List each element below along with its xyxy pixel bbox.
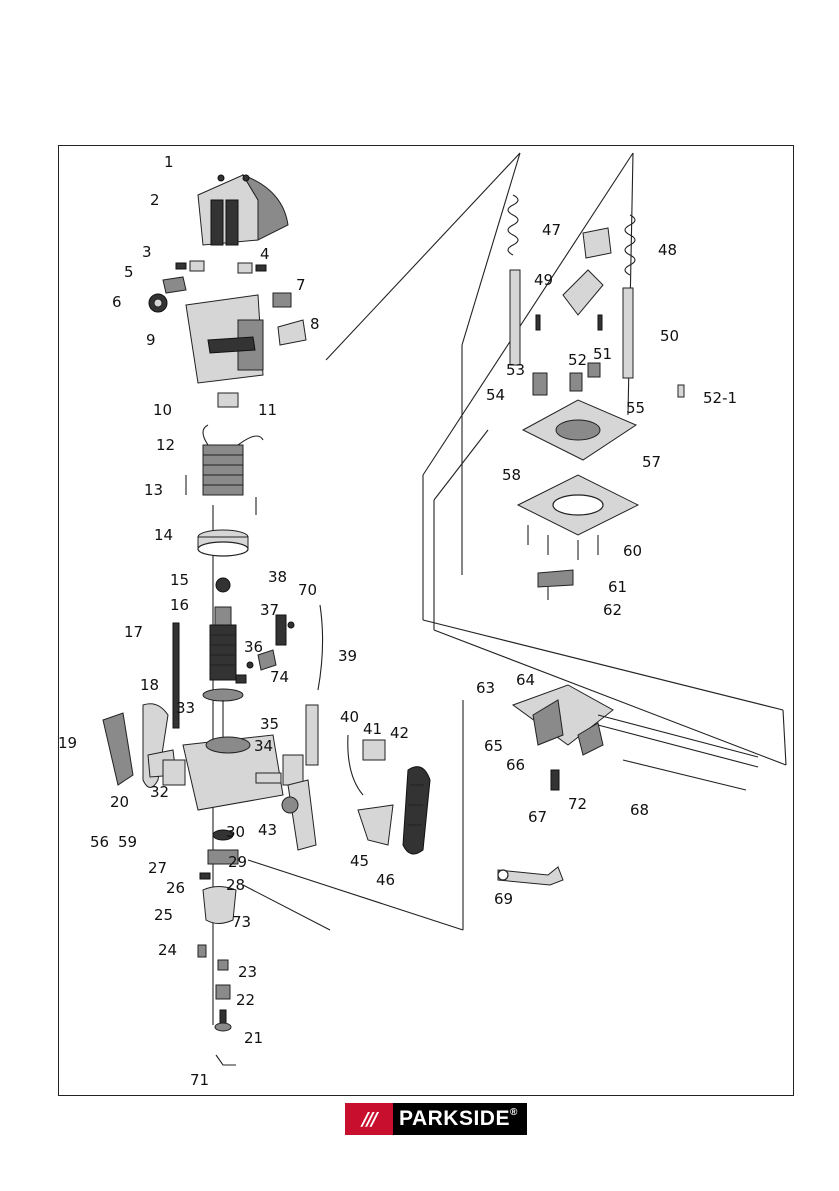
label: 37 (260, 601, 279, 619)
label: 4 (260, 245, 270, 263)
label: 14 (154, 526, 173, 544)
part-parallel-guide (513, 685, 758, 790)
label: 18 (140, 676, 159, 694)
label: 56 (90, 833, 109, 851)
label: 55 (626, 399, 645, 417)
brand-name: PARKSIDE® (393, 1107, 527, 1131)
label: 73 (232, 913, 251, 931)
label: 26 (166, 879, 185, 897)
part-guide-clamp (538, 570, 573, 600)
label: 33 (176, 699, 195, 717)
label: 23 (238, 963, 257, 981)
label: 8 (310, 315, 320, 333)
label: 29 (228, 853, 247, 871)
label: 48 (658, 241, 677, 259)
label: 35 (260, 715, 279, 733)
label: 38 (268, 568, 287, 586)
label: 43 (258, 821, 277, 839)
label: 61 (608, 578, 627, 596)
label: 62 (603, 601, 622, 619)
part-cable-clamp (348, 735, 385, 795)
part-dust-extraction (563, 228, 611, 315)
label: 60 (623, 542, 642, 560)
label: 54 (486, 386, 505, 404)
label: 13 (144, 481, 163, 499)
label: 67 (528, 808, 547, 826)
label: 66 (506, 756, 525, 774)
part-handle-right (282, 780, 316, 850)
part-base-plate (518, 400, 638, 535)
label: 17 (124, 623, 143, 641)
label: 63 (476, 679, 495, 697)
label: 2 (150, 191, 160, 209)
label: 41 (363, 720, 382, 738)
label: 52-1 (703, 389, 737, 407)
label: 10 (153, 401, 172, 419)
label: 40 (340, 708, 359, 726)
label: 74 (270, 668, 289, 686)
label: 11 (258, 401, 277, 419)
label: 58 (502, 466, 521, 484)
label: 1 (164, 153, 174, 171)
label: 69 (494, 890, 513, 908)
label: 28 (226, 876, 245, 894)
label: 51 (593, 345, 612, 363)
label: 19 (58, 734, 77, 752)
part-armature (203, 578, 243, 740)
label: 59 (118, 833, 137, 851)
part-router-base (163, 735, 303, 810)
part-cable-guard (358, 805, 393, 845)
part-wrench (498, 867, 563, 885)
label: 30 (226, 823, 245, 841)
label: 72 (568, 795, 587, 813)
label: 5 (124, 263, 134, 281)
label: 47 (542, 221, 561, 239)
parkside-logo: /// PARKSIDE® (345, 1103, 527, 1135)
label: 9 (146, 331, 156, 349)
label: 57 (642, 453, 661, 471)
label: 12 (156, 436, 175, 454)
label: 39 (338, 647, 357, 665)
label: 27 (148, 859, 167, 877)
label: 45 (350, 852, 369, 870)
label: 6 (112, 293, 122, 311)
label: 32 (150, 783, 169, 801)
label: 52 (568, 351, 587, 369)
part-grip (403, 767, 430, 854)
label: 34 (254, 737, 273, 755)
label: 68 (630, 801, 649, 819)
label: 42 (390, 724, 409, 742)
label: 25 (154, 906, 173, 924)
part-retaining-ring (198, 530, 248, 556)
label: 53 (506, 361, 525, 379)
brand-mark: /// (345, 1103, 393, 1135)
label: 15 (170, 571, 189, 589)
label: 65 (484, 737, 503, 755)
label: 71 (190, 1071, 209, 1089)
label: 64 (516, 671, 535, 689)
label: 24 (158, 941, 177, 959)
label: 70 (298, 581, 317, 599)
label: 46 (376, 871, 395, 889)
exploded-parts-diagram: 1 2 3 4 5 6 7 8 9 10 11 12 13 14 15 16 1… (58, 145, 794, 1096)
part-switch-housing (198, 175, 288, 245)
part-field-coil (186, 393, 263, 515)
label: 16 (170, 596, 189, 614)
part-motor-housing (186, 295, 306, 383)
label: 3 (142, 243, 152, 261)
label: 49 (534, 271, 553, 289)
part-power-cable (306, 605, 323, 765)
label: 20 (110, 793, 129, 811)
label: 7 (296, 276, 306, 294)
label: 36 (244, 638, 263, 656)
label: 50 (660, 327, 679, 345)
label: 22 (236, 991, 255, 1009)
part-labels: 1 2 3 4 5 6 7 8 9 10 11 12 13 14 15 16 1… (58, 153, 737, 1089)
label: 21 (244, 1029, 263, 1047)
